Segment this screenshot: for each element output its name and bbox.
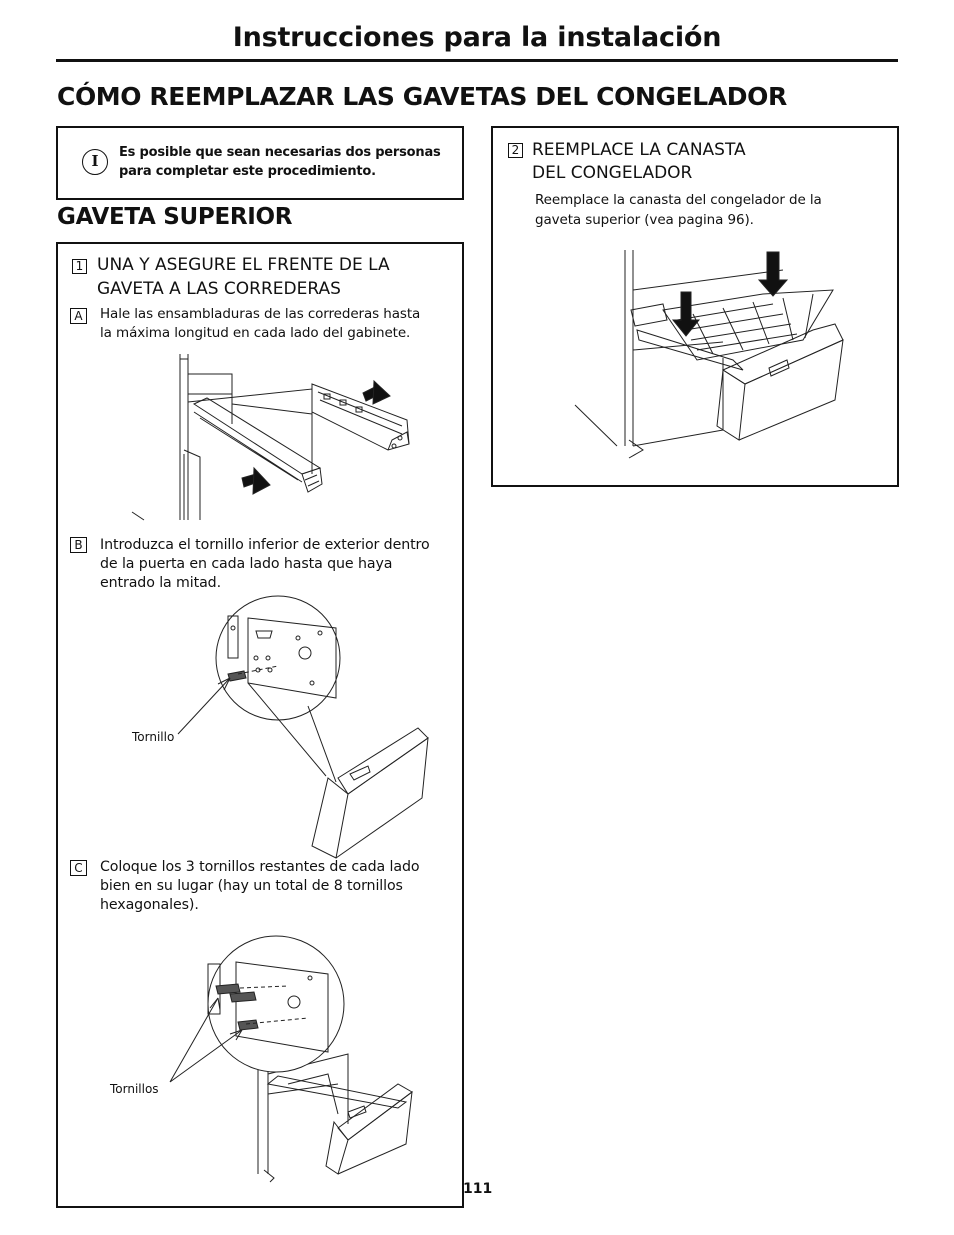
step-1-number: 1	[72, 259, 87, 274]
step-2-title: REEMPLACE LA CANASTA DEL CONGELADOR	[532, 139, 746, 185]
step-1-title-line-1: UNA Y ASEGURE EL FRENTE DE LA	[97, 255, 390, 275]
note-box: I Es posible que sean necesarias dos per…	[56, 126, 464, 200]
slide-extension-illustration	[122, 354, 422, 524]
substep-b-line-2: de la puerta en cada lado hasta que haya	[100, 556, 393, 572]
screws-caption: Tornillos	[110, 1082, 159, 1096]
step-2-title-line-2: DEL CONGELADOR	[532, 163, 693, 183]
substep-a-letter: A	[70, 308, 87, 324]
substep-b-line-3: entrado la mitad.	[100, 575, 221, 591]
substep-a-text: Hale las ensambladuras de las correderas…	[100, 305, 420, 343]
note-line-2: para completar este procedimiento.	[119, 164, 376, 179]
note-text: Es posible que sean necesarias dos perso…	[119, 143, 449, 181]
screw-insertion-illustration	[208, 598, 448, 848]
substep-c-line-3: hexagonales).	[100, 897, 199, 913]
step-1-title-line-2: GAVETA A LAS CORREDERAS	[97, 279, 341, 299]
substep-b-text: Introduzca el tornillo inferior de exter…	[100, 536, 430, 593]
substep-a-line-1: Hale las ensambladuras de las correderas…	[100, 306, 421, 322]
substep-b-letter: B	[70, 537, 87, 553]
substep-c-line-2: bien en su lugar (hay un total de 8 torn…	[100, 878, 403, 894]
info-icon: I	[82, 149, 108, 175]
substep-a-line-2: la máxima longitud en cada lado del gabi…	[100, 325, 411, 341]
substep-c-text: Coloque los 3 tornillos restantes de cad…	[100, 858, 420, 915]
substep-b-line-1: Introduzca el tornillo inferior de exter…	[100, 537, 430, 553]
step-2-title-line-1: REEMPLACE LA CANASTA	[532, 140, 746, 160]
basket-replacement-illustration	[573, 250, 863, 460]
note-line-1: Es posible que sean necesarias dos perso…	[119, 145, 441, 160]
page-header-title: Instrucciones para la instalación	[232, 22, 722, 53]
section-title: CÓMO REEMPLAZAR LAS GAVETAS DEL CONGELAD…	[57, 82, 787, 111]
substep-c-line-1: Coloque los 3 tornillos restantes de cad…	[100, 859, 420, 875]
subsection-title: GAVETA SUPERIOR	[57, 204, 293, 230]
screw-caption: Tornillo	[132, 730, 175, 744]
substep-c-letter: C	[70, 860, 87, 876]
header-rule	[56, 59, 898, 62]
step-2-text: Reemplace la canasta del congelador de l…	[535, 190, 822, 230]
step-2-number: 2	[508, 143, 523, 158]
step-2-line-2: gaveta superior (vea pagina 96).	[535, 212, 754, 228]
step-1-title: UNA Y ASEGURE EL FRENTE DE LA GAVETA A L…	[97, 253, 390, 301]
all-screws-illustration	[198, 934, 428, 1184]
step-2-box: 2 REEMPLACE LA CANASTA DEL CONGELADOR Re…	[491, 126, 899, 487]
step-1-box: 1 UNA Y ASEGURE EL FRENTE DE LA GAVETA A…	[56, 242, 464, 1208]
step-2-line-1: Reemplace la canasta del congelador de l…	[535, 192, 822, 208]
page-number: 111	[463, 1181, 493, 1197]
